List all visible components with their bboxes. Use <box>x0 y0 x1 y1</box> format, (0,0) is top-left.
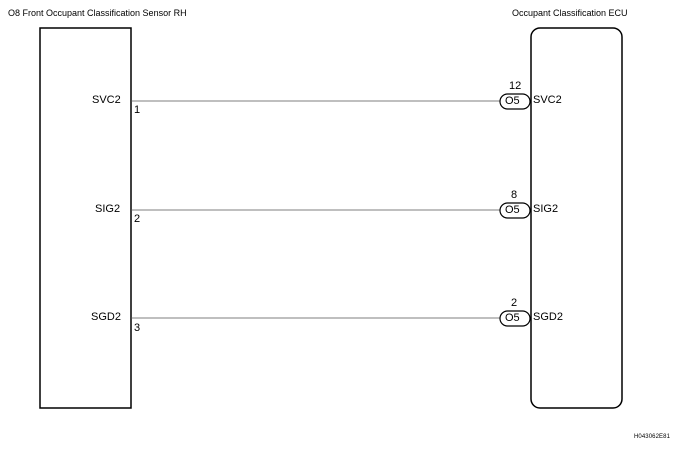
sensor-title: O8 Front Occupant Classification Sensor … <box>8 8 187 18</box>
sensor-pin-number-2: 2 <box>134 213 141 225</box>
connector-label-o5-svc2: O5 <box>505 95 520 107</box>
ecu-pin-number-8: 8 <box>511 189 518 201</box>
connector-oval-sig2 <box>499 202 531 219</box>
sensor-box <box>39 27 132 409</box>
diagram-code: H043062E81 <box>634 434 671 440</box>
ecu-pin-label-sgd2: SGD2 <box>533 311 563 323</box>
connector-label-o5-sig2: O5 <box>505 204 520 216</box>
sensor-pin-number-1: 1 <box>134 104 141 116</box>
sensor-pin-label-sgd2: SGD2 <box>91 311 121 323</box>
ecu-box <box>530 27 623 409</box>
sensor-pin-number-3: 3 <box>134 322 141 334</box>
ecu-pin-number-2: 2 <box>511 297 518 309</box>
ecu-title: Occupant Classification ECU <box>512 8 628 18</box>
connector-oval-svc2 <box>499 93 531 110</box>
ecu-pin-label-svc2: SVC2 <box>533 94 562 106</box>
connector-oval-sgd2 <box>499 310 531 327</box>
sensor-pin-label-svc2: SVC2 <box>92 94 121 106</box>
sensor-pin-label-sig2: SIG2 <box>95 203 121 215</box>
connector-label-o5-sgd2: O5 <box>505 312 520 324</box>
ecu-pin-number-12: 12 <box>509 80 522 92</box>
ecu-pin-label-sig2: SIG2 <box>533 203 559 215</box>
